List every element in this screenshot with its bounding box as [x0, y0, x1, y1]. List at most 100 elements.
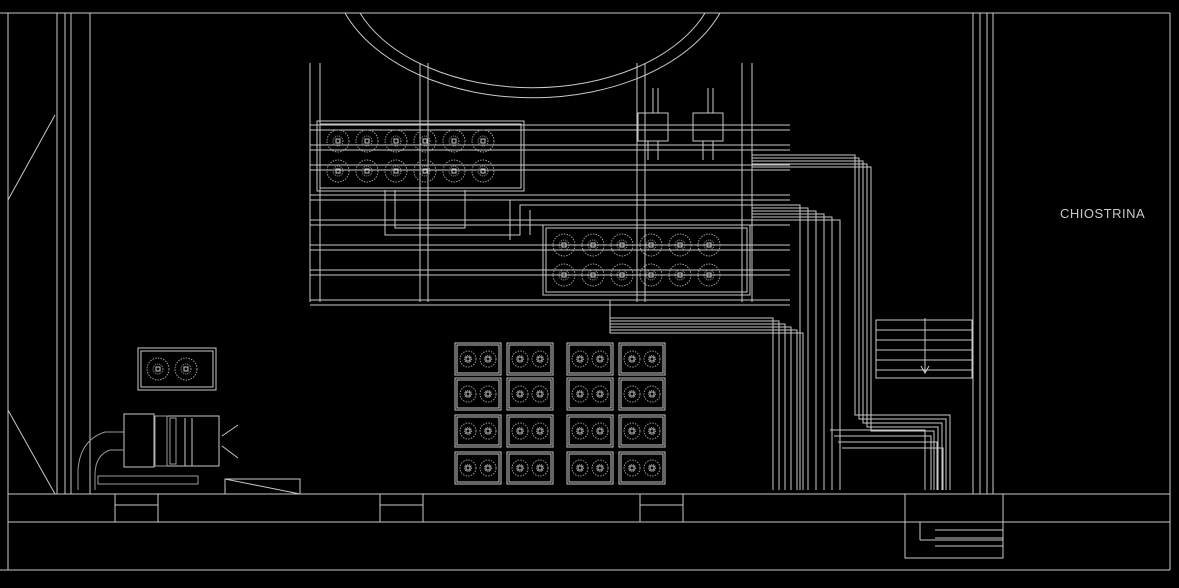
fan-blades	[643, 459, 661, 477]
fan-blades	[643, 385, 661, 403]
fan-blades	[531, 422, 549, 440]
fan-icon	[531, 459, 549, 477]
fan-center	[537, 356, 543, 362]
fan-icon	[531, 350, 549, 368]
fan-hub	[361, 135, 373, 147]
fan-unit-inner	[568, 453, 612, 483]
fan-icon	[591, 350, 609, 368]
fan-blades	[571, 459, 589, 477]
fan-blades	[511, 459, 529, 477]
fan-unit-inner	[508, 344, 552, 374]
fan-icon	[623, 385, 641, 403]
fan-unit	[618, 414, 666, 448]
fan-unit	[506, 414, 554, 448]
pipe	[752, 160, 943, 490]
fan-hub	[535, 389, 545, 399]
fan-icon	[610, 263, 634, 287]
fan-blades	[511, 385, 529, 403]
fan-center	[485, 356, 491, 362]
fan-icon	[384, 129, 408, 153]
fan-unit-inner	[456, 453, 500, 483]
fan-center	[485, 465, 491, 471]
fan-blades	[531, 459, 549, 477]
fan-unit	[566, 377, 614, 411]
fan-icon	[459, 350, 477, 368]
fan-center	[465, 356, 471, 362]
stairs	[875, 318, 1004, 559]
fan-icon	[459, 459, 477, 477]
fan-center	[577, 391, 583, 397]
fan-hub	[558, 269, 570, 281]
fan-center	[629, 428, 635, 434]
fan-hub	[515, 354, 525, 364]
fan-center	[597, 356, 603, 362]
fan-blades	[531, 350, 549, 368]
fan-unit	[454, 377, 502, 411]
fan-icon	[697, 233, 721, 257]
pipe	[752, 207, 809, 490]
fan-blades	[591, 422, 609, 440]
fan-center	[480, 138, 486, 144]
fan-center	[677, 242, 683, 248]
fan-icon	[479, 385, 497, 403]
fan-unit	[618, 451, 666, 485]
fan-panel	[542, 224, 751, 296]
right-wall	[972, 13, 994, 494]
fan-blades	[442, 159, 466, 183]
fan-unit-inner	[456, 416, 500, 446]
fan-icon	[643, 422, 661, 440]
fan-unit	[454, 451, 502, 485]
pipe-bundle	[384, 154, 951, 490]
fan-center	[577, 465, 583, 471]
fan-hub	[515, 463, 525, 473]
foundation-blocks	[114, 493, 684, 523]
fan-center	[537, 465, 543, 471]
fan-icon	[581, 233, 605, 257]
fan-icon	[697, 263, 721, 287]
fan-icon	[581, 263, 605, 287]
fan-icon	[571, 385, 589, 403]
fan-blades	[639, 233, 663, 257]
fan-unit	[566, 414, 614, 448]
fan-hub	[674, 239, 686, 251]
fan-center	[577, 428, 583, 434]
fan-blades	[552, 233, 576, 257]
fan-hub	[390, 135, 402, 147]
fan-center	[677, 272, 683, 278]
valves	[637, 88, 724, 160]
fan-icon	[174, 357, 198, 381]
fan-center	[706, 272, 712, 278]
fan-icon	[355, 129, 379, 153]
fan-blades	[459, 459, 477, 477]
fan-blades	[459, 385, 477, 403]
fan-hub	[390, 165, 402, 177]
fan-icon	[479, 459, 497, 477]
fan-hub	[575, 389, 585, 399]
fan-blades	[511, 350, 529, 368]
fan-icon	[471, 159, 495, 183]
fan-hub	[332, 135, 344, 147]
fan-unit-inner	[620, 344, 664, 374]
fan-blades	[479, 422, 497, 440]
fan-icon	[591, 385, 609, 403]
fan-hub	[647, 463, 657, 473]
fan-unit	[618, 377, 666, 411]
fan-center	[649, 391, 655, 397]
fan-icon	[479, 422, 497, 440]
fan-icon	[552, 263, 576, 287]
fan-hub	[595, 389, 605, 399]
fan-unit-inner	[508, 416, 552, 446]
pipe	[834, 435, 932, 490]
fan-panels	[316, 120, 751, 296]
fan-hub	[515, 426, 525, 436]
fan-center	[706, 242, 712, 248]
fan-hub	[361, 165, 373, 177]
fan-center	[648, 242, 654, 248]
fan-center	[619, 242, 625, 248]
fan-hub	[616, 269, 628, 281]
fan-hub	[647, 426, 657, 436]
fan-center	[183, 366, 189, 372]
fan-center	[517, 428, 523, 434]
fan-unit	[506, 451, 554, 485]
